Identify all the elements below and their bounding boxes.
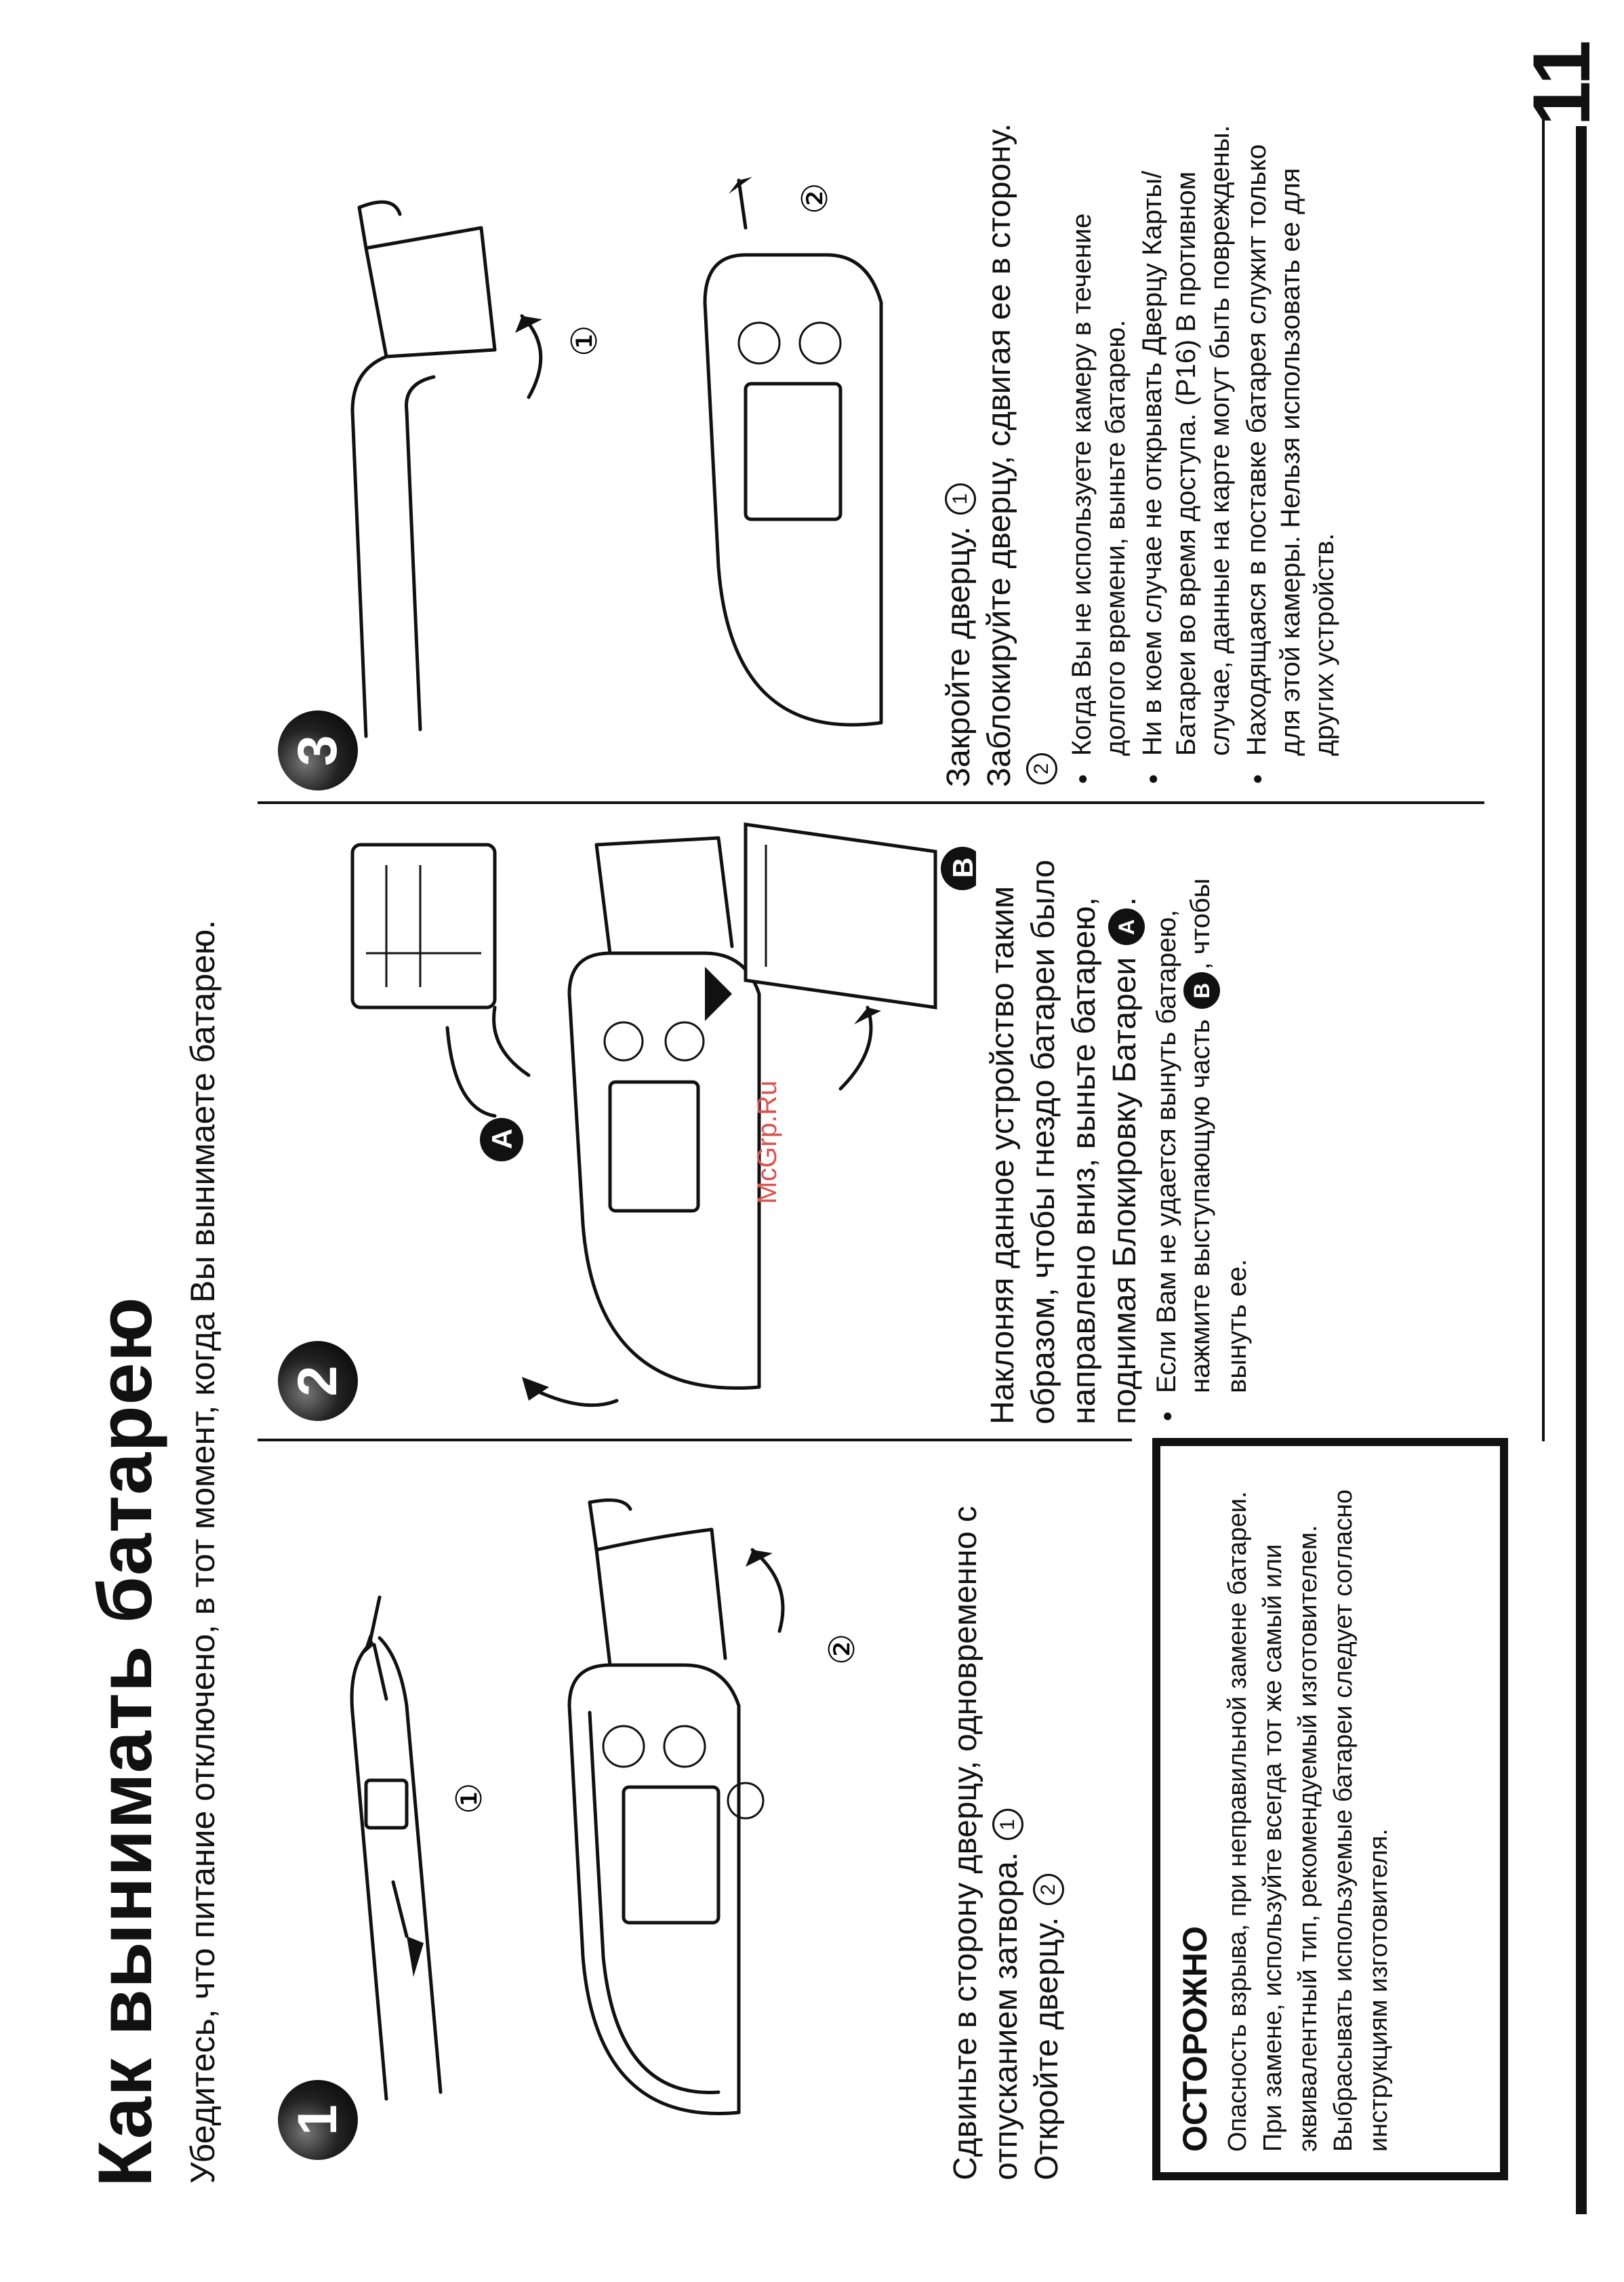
label-b-marker [941,847,976,890]
label-a-inline: A [1108,908,1145,946]
callout-1: 1 [945,483,977,515]
svg-text:①: ① [565,325,605,357]
column-divider-2 [258,801,1484,804]
step-2-text: Наклоняя данное устройство таким образом… [983,811,1257,1424]
callout-2: 2 [1033,1874,1065,1906]
step-3-instruction-1: Закройте дверцу. [941,526,977,787]
step-1-instruction-2: Откройте дверцу. [1029,1917,1065,2180]
step-2-instruction: Наклоняя данное устройство таким образом… [985,860,1143,1424]
step-3-instruction-2: Заблокируйте дверцу, сдвигая ее в сторон… [981,123,1017,787]
label-a: A [486,1129,518,1149]
warning-box: ОСТОРОЖНО Опасность взрыва, при неправил… [1152,1438,1508,2180]
device-door-closing: ① [350,200,605,738]
svg-text:①: ① [450,1782,489,1814]
step-3-bullet-2: Ни в коем случае не открывать Дверцу Кар… [1135,119,1237,787]
page-footer-rule [1576,126,1587,2214]
warning-heading: ОСТОРОЖНО [1176,1925,1214,2152]
device-body-open: ② [567,1498,862,2115]
step-1-text: Сдвиньте в сторону дверцу, одновременно … [946,1448,1068,2180]
page-title: Как вынимать батарею [83,1296,167,2187]
label-b-inline: B [1183,972,1221,1009]
callout-2: 2 [1026,753,1058,784]
page-subtitle: Убедитесь, что питание отключено, в тот … [184,919,222,2184]
step-2-illustration: A B [350,822,976,1407]
device-door-locked: ② [703,177,883,727]
svg-text:②: ② [823,1633,862,1665]
column-divider-1 [258,1439,1132,1441]
battery-detail-inset [350,843,497,1118]
label-a-marker [480,1118,523,1161]
step-2-bullets: Если Вам не удается вынуть батарею, нажм… [1150,811,1254,1424]
step-3-bullet-3: Находящаяся в поставке батарея служит то… [1240,119,1341,787]
watermark: McGrp.Ru [752,1080,782,1204]
device-tilted [492,836,881,1407]
step-3-illustration: ① ② [350,177,883,738]
step-3-bullets: Когда Вы не используете камеру в течение… [1065,119,1341,787]
column-underline-3 [1542,119,1545,804]
page-number: 11 [1516,40,1607,126]
label-b: B [947,858,976,878]
battery-pack [705,822,937,1021]
column-underline-2 [1542,804,1545,1441]
step-2-bullet: Если Вам не удается вынуть батарею, нажм… [1150,811,1254,1424]
step-1-illustration: ① ② [350,1498,862,2115]
step-3-text: Закройте дверцу. 1 Заблокируйте дверцу, … [939,119,1344,787]
device-edge-top: ① [350,1595,489,2101]
step-3-bullet-1: Когда Вы не используете камеру в течение… [1065,119,1133,787]
warning-text: Опасность взрыва, при неправильной замен… [1223,1489,1393,2152]
svg-text:②: ② [796,182,835,214]
step-1-instruction-1: Сдвиньте в сторону дверцу, одновременно … [948,1506,1024,2180]
callout-1: 1 [992,1809,1024,1841]
